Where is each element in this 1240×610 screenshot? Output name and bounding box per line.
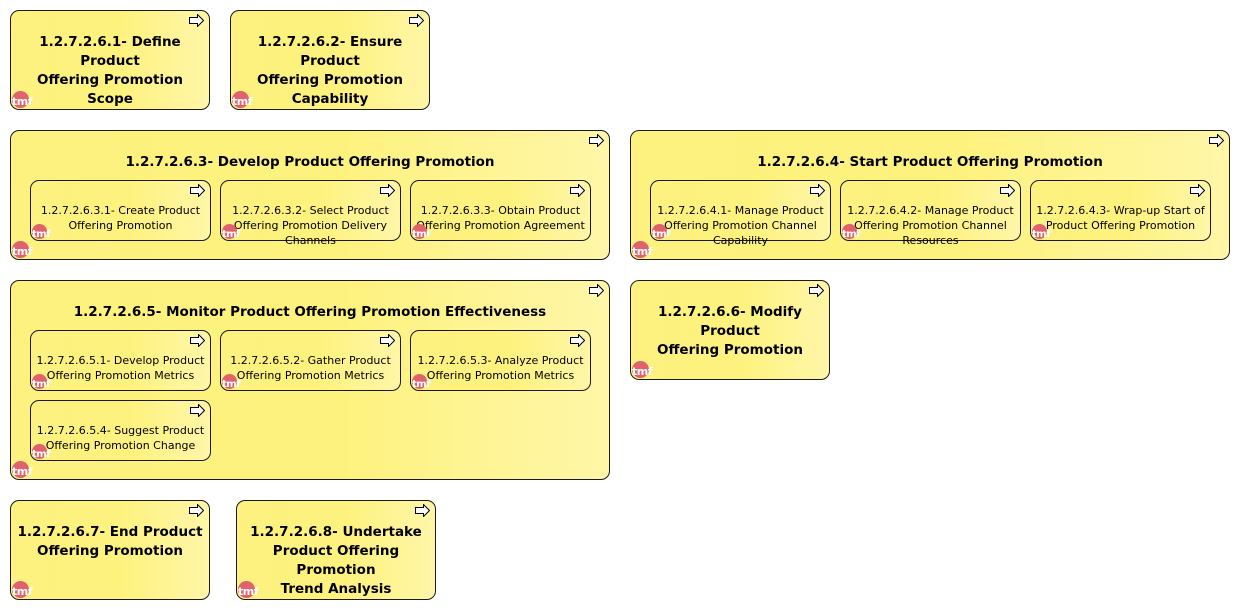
tmf-logo-icon: tmf xyxy=(1031,223,1053,240)
process-box-1-2-7-2-6-3-2[interactable]: 1.2.7.2.6.3.2- Select Product Offering P… xyxy=(220,180,401,247)
process-box-1-2-7-2-6-4[interactable]: 1.2.7.2.6.4- Start Product Offering Prom… xyxy=(630,130,1230,260)
process-title: 1.2.7.2.6.4.2- Manage Product Offering P… xyxy=(847,204,1014,247)
process-arrow-icon xyxy=(1209,134,1224,147)
tmf-logo-icon: tmf xyxy=(11,90,37,109)
process-arrow-icon xyxy=(415,504,430,517)
process-arrow-icon xyxy=(189,14,204,27)
process-title: 1.2.7.2.6.7- End Product Offering Promot… xyxy=(17,524,203,559)
process-arrow-icon xyxy=(190,334,205,347)
process-title: 1.2.7.2.6.5.4- Suggest Product Offering … xyxy=(36,424,205,452)
process-arrow-icon xyxy=(570,334,585,347)
process-box-1-2-7-2-6-1[interactable]: 1.2.7.2.6.1- Define Product Offering Pro… xyxy=(10,10,210,110)
process-box-1-2-7-2-6-3-1[interactable]: 1.2.7.2.6.3.1- Create Product Offering P… xyxy=(30,180,211,241)
process-arrow-icon xyxy=(380,334,395,347)
tmf-logo-icon: tmf xyxy=(11,580,37,599)
tmf-logo-icon: tmf xyxy=(841,223,863,240)
process-box-1-2-7-2-6-8[interactable]: 1.2.7.2.6.8- Undertake Product Offering … xyxy=(236,500,436,600)
tmf-logo-icon: tmf xyxy=(221,373,243,390)
process-arrow-icon xyxy=(570,184,585,197)
process-title: 1.2.7.2.6.5.1- Develop Product Offering … xyxy=(36,354,205,382)
process-box-1-2-7-2-6-7[interactable]: 1.2.7.2.6.7- End Product Offering Promot… xyxy=(10,500,210,600)
process-box-1-2-7-2-6-5-4[interactable]: 1.2.7.2.6.5.4- Suggest Product Offering … xyxy=(30,400,211,461)
tmf-logo-icon: tmf xyxy=(11,240,37,259)
process-box-1-2-7-2-6-5[interactable]: 1.2.7.2.6.5- Monitor Product Offering Pr… xyxy=(10,280,610,480)
process-title: 1.2.7.2.6.4.3- Wrap-up Start of Product … xyxy=(1036,204,1205,232)
process-box-1-2-7-2-6-2[interactable]: 1.2.7.2.6.2- Ensure Product Offering Pro… xyxy=(230,10,430,110)
process-box-1-2-7-2-6-3-3[interactable]: 1.2.7.2.6.3.3- Obtain Product Offering P… xyxy=(410,180,591,241)
process-box-1-2-7-2-6-6[interactable]: 1.2.7.2.6.6- Modify Product Offering Pro… xyxy=(630,280,830,380)
tmf-logo-icon: tmf xyxy=(31,373,53,390)
process-arrow-icon xyxy=(409,14,424,27)
process-arrow-icon xyxy=(589,284,604,297)
process-box-1-2-7-2-6-4-2[interactable]: 1.2.7.2.6.4.2- Manage Product Offering P… xyxy=(840,180,1021,247)
tmf-logo-icon: tmf xyxy=(631,240,657,259)
process-box-1-2-7-2-6-5-2[interactable]: 1.2.7.2.6.5.2- Gather Product Offering P… xyxy=(220,330,401,391)
process-arrow-icon xyxy=(190,184,205,197)
process-arrow-icon xyxy=(810,184,825,197)
tmf-logo-icon: tmf xyxy=(31,223,53,240)
tmf-logo-icon: tmf xyxy=(237,580,263,599)
process-title: 1.2.7.2.6.5.3- Analyze Product Offering … xyxy=(417,354,584,382)
process-title: 1.2.7.2.6.4.1- Manage Product Offering P… xyxy=(657,204,824,247)
process-title: 1.2.7.2.6.2- Ensure Product Offering Pro… xyxy=(257,34,403,107)
process-box-1-2-7-2-6-4-1[interactable]: 1.2.7.2.6.4.1- Manage Product Offering P… xyxy=(650,180,831,247)
tmf-logo-icon: tmf xyxy=(411,223,433,240)
process-box-1-2-7-2-6-3[interactable]: 1.2.7.2.6.3- Develop Product Offering Pr… xyxy=(10,130,610,260)
process-arrow-icon xyxy=(1190,184,1205,197)
tmf-logo-icon: tmf xyxy=(631,360,657,379)
process-arrow-icon xyxy=(589,134,604,147)
process-title: 1.2.7.2.6.1- Define Product Offering Pro… xyxy=(37,34,183,107)
process-box-1-2-7-2-6-4-3[interactable]: 1.2.7.2.6.4.3- Wrap-up Start of Product … xyxy=(1030,180,1211,241)
tmf-logo-icon: tmf xyxy=(31,443,53,460)
process-title: 1.2.7.2.6.5- Monitor Product Offering Pr… xyxy=(73,304,547,320)
process-box-1-2-7-2-6-5-3[interactable]: 1.2.7.2.6.5.3- Analyze Product Offering … xyxy=(410,330,591,391)
tmf-logo-icon: tmf xyxy=(221,223,243,240)
tmf-logo-icon: tmf xyxy=(651,223,673,240)
process-arrow-icon xyxy=(809,284,824,297)
process-title: 1.2.7.2.6.8- Undertake Product Offering … xyxy=(250,524,422,597)
tmf-logo-icon: tmf xyxy=(231,90,257,109)
process-arrow-icon xyxy=(189,504,204,517)
process-title: 1.2.7.2.6.4- Start Product Offering Prom… xyxy=(757,154,1103,170)
process-arrow-icon xyxy=(380,184,395,197)
process-title: 1.2.7.2.6.5.2- Gather Product Offering P… xyxy=(230,354,391,382)
process-arrow-icon xyxy=(190,404,205,417)
process-title: 1.2.7.2.6.3.3- Obtain Product Offering P… xyxy=(416,204,585,232)
tmf-logo-icon: tmf xyxy=(11,460,37,479)
process-box-1-2-7-2-6-5-1[interactable]: 1.2.7.2.6.5.1- Develop Product Offering … xyxy=(30,330,211,391)
tmf-logo-icon: tmf xyxy=(411,373,433,390)
process-arrow-icon xyxy=(1000,184,1015,197)
process-title: 1.2.7.2.6.3.2- Select Product Offering P… xyxy=(232,204,389,247)
process-title: 1.2.7.2.6.6- Modify Product Offering Pro… xyxy=(657,304,803,358)
process-title: 1.2.7.2.6.3.1- Create Product Offering P… xyxy=(40,204,201,232)
process-title: 1.2.7.2.6.3- Develop Product Offering Pr… xyxy=(125,154,495,170)
